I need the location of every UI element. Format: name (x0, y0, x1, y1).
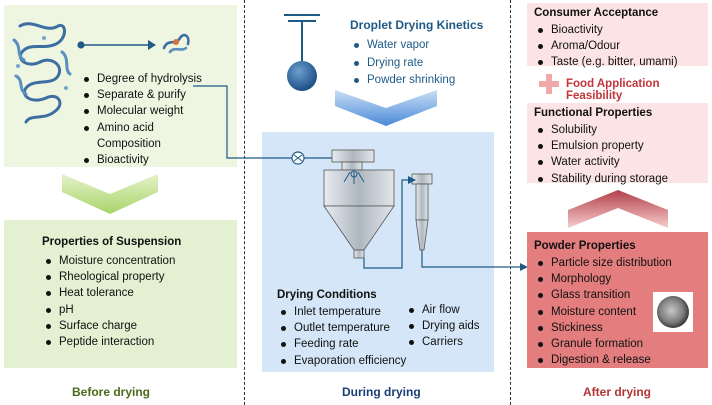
functional-item: Emulsion property (534, 138, 668, 154)
functional-item: Water activity (534, 154, 668, 170)
suspension-item: Heat tolerance (42, 285, 175, 301)
peptide-fragment-icon (162, 33, 190, 54)
powder-item: Glass transition (534, 287, 672, 303)
before-drying-label: Before drying (72, 385, 151, 399)
powder-item: Morphology (534, 271, 672, 287)
spray-dryer-icon (323, 149, 433, 269)
hydrolysis-item: Amino acid Composition (80, 120, 192, 152)
consumer-title: Consumer Acceptance (534, 7, 659, 19)
conditions-item: Feeding rate (277, 336, 406, 352)
conditions-item: Carriers (405, 334, 480, 350)
red-up-arrow (568, 190, 668, 228)
divider-left (244, 0, 245, 405)
functional-list: Solubility Emulsion property Water activ… (534, 122, 668, 187)
hydrolysis-item: Molecular weight (80, 103, 240, 119)
kinetics-list: Water vapor Drying rate Powder shrinking (350, 37, 455, 90)
consumer-list: Bioactivity Aroma/Odour Taste (e.g. bitt… (534, 22, 678, 71)
powder-item: Particle size distribution (534, 255, 672, 271)
consumer-item: Taste (e.g. bitter, umami) (534, 54, 678, 70)
divider-right (510, 0, 511, 405)
kinetics-item: Drying rate (350, 55, 455, 73)
suspension-item: Moisture concentration (42, 253, 175, 269)
green-down-arrow (62, 174, 158, 214)
hydrolysis-list: Degree of hydrolysis Separate & purify M… (80, 71, 240, 168)
suspension-item: Peptide interaction (42, 334, 175, 350)
hydrolysis-item: Degree of hydrolysis (80, 71, 240, 87)
conditions-item: Inlet temperature (277, 304, 406, 320)
powder-item: Stickiness (534, 320, 672, 336)
powder-list: Particle size distribution Morphology Gl… (534, 255, 672, 368)
functional-panel (527, 103, 708, 183)
consumer-item: Bioactivity (534, 22, 678, 38)
suspension-item: Surface charge (42, 318, 175, 334)
kinetics-item: Powder shrinking (350, 72, 455, 90)
arrow-to-fragment (77, 40, 156, 50)
during-drying-label: During drying (342, 385, 421, 399)
powder-item: Digestion & release (534, 352, 672, 368)
powder-item: Moisture content (534, 304, 672, 320)
suspension-item: Rheological property (42, 269, 175, 285)
kinetics-title: Droplet Drying Kinetics (350, 18, 484, 32)
conditions-item: Outlet temperature (277, 320, 406, 336)
conditions-item: Drying aids (405, 318, 480, 334)
after-drying-label: After drying (583, 385, 652, 399)
hydrolysis-item: Bioactivity (80, 152, 240, 168)
feasibility-label: Food Application Feasibility (566, 78, 660, 102)
kinetics-item: Water vapor (350, 37, 455, 55)
conditions-right-list: Air flow Drying aids Carriers (405, 302, 480, 351)
consumer-item: Aroma/Odour (534, 38, 678, 54)
functional-item: Solubility (534, 122, 668, 138)
suspension-list: Moisture concentration Rheological prope… (42, 253, 175, 350)
powder-particle-image (653, 292, 693, 332)
hydrolysis-item: Separate & purify (80, 87, 240, 103)
conditions-title: Drying Conditions (277, 289, 377, 301)
powder-item: Granule formation (534, 336, 672, 352)
plus-icon (539, 74, 559, 94)
conditions-item: Air flow (405, 302, 480, 318)
conditions-left-list: Inlet temperature Outlet temperature Fee… (277, 304, 406, 369)
functional-title: Functional Properties (534, 107, 653, 119)
consumer-panel (527, 3, 708, 66)
suspension-title: Properties of Suspension (42, 236, 182, 248)
functional-item: Stability during storage (534, 171, 668, 187)
suspension-item: pH (42, 302, 175, 318)
protein-structure-large-icon (12, 22, 72, 124)
powder-title: Powder Properties (534, 240, 636, 252)
powder-particle-icon (657, 296, 689, 328)
atomizer-droplet-icon (284, 14, 320, 91)
conditions-item: Evaporation efficiency (277, 353, 406, 369)
blue-down-arrow (335, 90, 437, 126)
suspension-panel (4, 220, 237, 368)
